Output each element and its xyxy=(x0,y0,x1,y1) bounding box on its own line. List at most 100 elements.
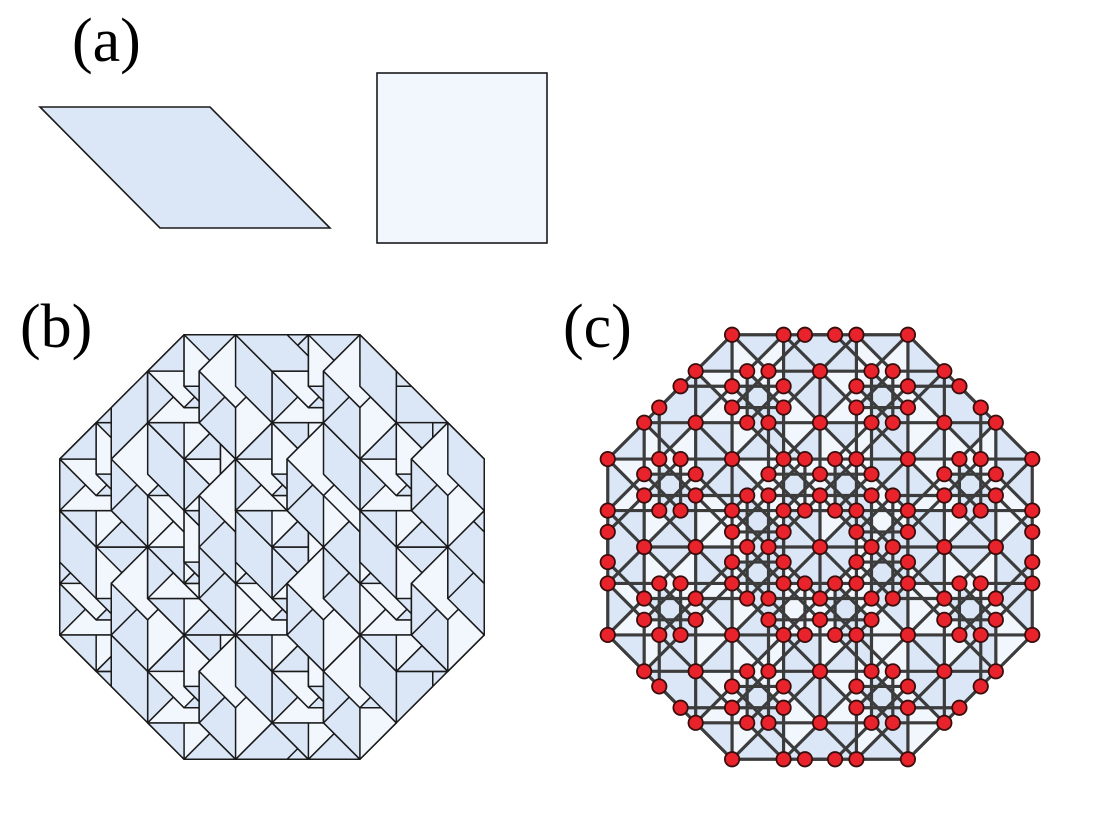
panel-a-prototiles xyxy=(38,72,548,244)
atom xyxy=(987,590,1004,607)
rhombus-tile xyxy=(907,510,945,599)
atom xyxy=(672,450,689,468)
atom xyxy=(936,487,953,504)
bond xyxy=(994,545,1034,586)
atom xyxy=(599,626,616,644)
atom xyxy=(899,450,917,468)
bond xyxy=(957,581,998,622)
bond xyxy=(906,333,946,373)
bond xyxy=(869,721,910,761)
bond xyxy=(657,633,698,673)
atom xyxy=(951,378,968,395)
atom xyxy=(884,663,901,680)
atom xyxy=(687,363,704,380)
atom xyxy=(1024,553,1041,571)
rhombus-tile xyxy=(695,422,733,511)
atom xyxy=(760,487,777,504)
rhombus-tile xyxy=(783,334,820,423)
rhombus-tile xyxy=(995,422,1033,511)
atom xyxy=(863,714,880,731)
bond xyxy=(745,721,786,761)
bond xyxy=(906,508,946,549)
atom xyxy=(863,538,880,556)
atom xyxy=(951,626,968,644)
bond xyxy=(957,472,998,513)
bond xyxy=(781,545,822,586)
atom xyxy=(899,378,917,395)
bond xyxy=(957,421,998,461)
atom xyxy=(899,626,917,644)
bond xyxy=(642,596,683,637)
bond xyxy=(833,333,874,373)
bond xyxy=(906,581,946,622)
atom xyxy=(1024,502,1041,519)
atom xyxy=(863,590,880,607)
bond xyxy=(657,596,698,637)
bond xyxy=(869,633,910,673)
bond xyxy=(745,369,786,410)
atom xyxy=(863,466,880,483)
atom xyxy=(636,590,653,607)
bond xyxy=(957,596,998,637)
bond xyxy=(818,457,859,498)
atom xyxy=(687,590,704,607)
atom xyxy=(987,611,1004,628)
bond xyxy=(906,493,946,534)
bond xyxy=(694,633,734,673)
atom xyxy=(972,450,989,468)
bond xyxy=(694,721,734,761)
bond xyxy=(994,508,1034,549)
atom xyxy=(899,575,917,592)
bond xyxy=(957,633,998,673)
atom xyxy=(775,678,792,695)
bond xyxy=(994,633,1034,673)
bond xyxy=(657,508,698,549)
bond xyxy=(818,384,859,425)
atom xyxy=(599,502,616,519)
bond xyxy=(854,721,895,761)
atom xyxy=(739,714,756,731)
bond xyxy=(906,596,946,637)
atom xyxy=(651,626,668,644)
atom xyxy=(936,414,953,431)
atom xyxy=(899,553,917,571)
atom xyxy=(687,611,704,628)
atom xyxy=(951,450,968,468)
atom xyxy=(811,663,829,680)
bond xyxy=(745,421,786,461)
bond xyxy=(957,508,998,549)
bond xyxy=(854,633,895,673)
bond xyxy=(818,684,859,725)
rhombus-tile xyxy=(783,334,872,372)
bond xyxy=(818,596,859,637)
atom xyxy=(687,714,704,731)
bond xyxy=(957,457,998,498)
atom xyxy=(811,466,829,483)
atom xyxy=(651,678,668,695)
atom xyxy=(723,699,741,716)
atom xyxy=(863,611,880,628)
atom xyxy=(951,699,968,716)
atom xyxy=(987,414,1004,431)
bond xyxy=(730,457,771,498)
atom xyxy=(796,751,814,768)
bond xyxy=(694,545,734,586)
bond xyxy=(730,684,771,725)
atom xyxy=(936,714,953,731)
bond xyxy=(869,545,910,586)
bond xyxy=(781,384,822,425)
bond xyxy=(694,560,734,601)
atom xyxy=(739,538,756,556)
atom xyxy=(796,626,814,644)
bond xyxy=(818,369,859,410)
bond xyxy=(766,421,807,461)
bond xyxy=(994,472,1034,513)
bond xyxy=(994,421,1034,461)
atom xyxy=(636,663,653,680)
bond xyxy=(781,596,822,637)
atom xyxy=(811,363,829,380)
atom xyxy=(899,326,917,343)
bond xyxy=(730,369,771,410)
bond xyxy=(657,457,698,498)
atom xyxy=(760,466,777,483)
